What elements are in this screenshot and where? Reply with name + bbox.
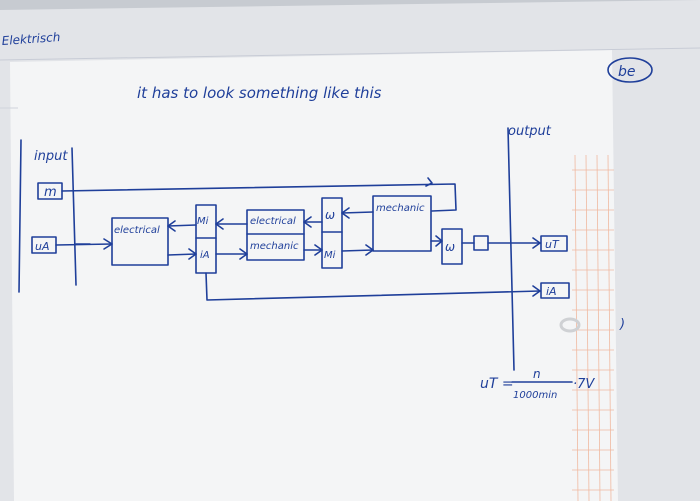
omega-out-label: ω (445, 240, 455, 254)
omega-output-box (441, 228, 463, 265)
mi-top-label: Mi (197, 216, 209, 227)
formula-suffix: ·7V (573, 377, 595, 392)
arrowhead (239, 248, 248, 260)
arrowhead (435, 235, 443, 247)
ia-label: iA (200, 250, 210, 261)
m-signal-line (61, 183, 457, 212)
stray-mark: ) (619, 317, 625, 332)
electrical-mechanic-block (246, 209, 305, 261)
electrical-left-block (111, 217, 169, 266)
arrowhead (532, 237, 541, 249)
arrowhead (303, 216, 312, 228)
ut-output-label: uT (545, 238, 560, 251)
top-corner-text: Elektrisch (1, 30, 61, 48)
formula-lhs: uT = (480, 376, 514, 392)
ia-output-label: iA (546, 285, 557, 298)
left-margin-line (18, 139, 22, 293)
electrical-to-ia-line (167, 253, 197, 256)
mechanic-mid-label: mechanic (250, 241, 299, 252)
mechanic-top-block (372, 195, 432, 252)
corner-text: be (618, 64, 636, 80)
formula-denominator: 1000min (513, 390, 557, 401)
ia-output-box (540, 282, 570, 299)
omega-mid-label: ω (325, 208, 335, 222)
input-m-label: m (44, 185, 57, 200)
arrowhead (215, 218, 224, 230)
corner-oval (607, 57, 653, 83)
mi-to-mechanic-line (341, 249, 374, 252)
arrowhead (341, 207, 350, 219)
shadow-mark (559, 317, 581, 333)
arrowhead (188, 248, 197, 260)
arrowhead (532, 285, 541, 297)
arrowhead (365, 244, 374, 256)
ut-output-box (540, 235, 568, 252)
mechanic-top-label: mechanic (376, 203, 425, 214)
input-boundary-line (71, 147, 77, 286)
back-paper-rule (0, 47, 700, 61)
mi-to-electrical-line (167, 224, 197, 227)
orange-grid (572, 154, 614, 501)
ia-output-line (205, 272, 541, 301)
arrowhead (167, 220, 176, 232)
output-boundary-line (507, 127, 515, 371)
arrowhead (314, 244, 323, 256)
arrowhead (425, 177, 433, 187)
omega-mi-block (321, 197, 343, 269)
input-ua-label: uA (35, 240, 50, 253)
mi-right-label: Mi (324, 250, 336, 261)
input-label: input (34, 149, 68, 164)
electrical-left-label: electrical (114, 225, 160, 236)
front-paper (10, 50, 618, 501)
caption: it has to look something like this (137, 84, 382, 102)
mechanic-to-omega-line (341, 211, 374, 214)
formula-numerator: n (533, 367, 541, 381)
electrical-mid-label: electrical (250, 216, 296, 227)
output-label: output (508, 124, 552, 139)
